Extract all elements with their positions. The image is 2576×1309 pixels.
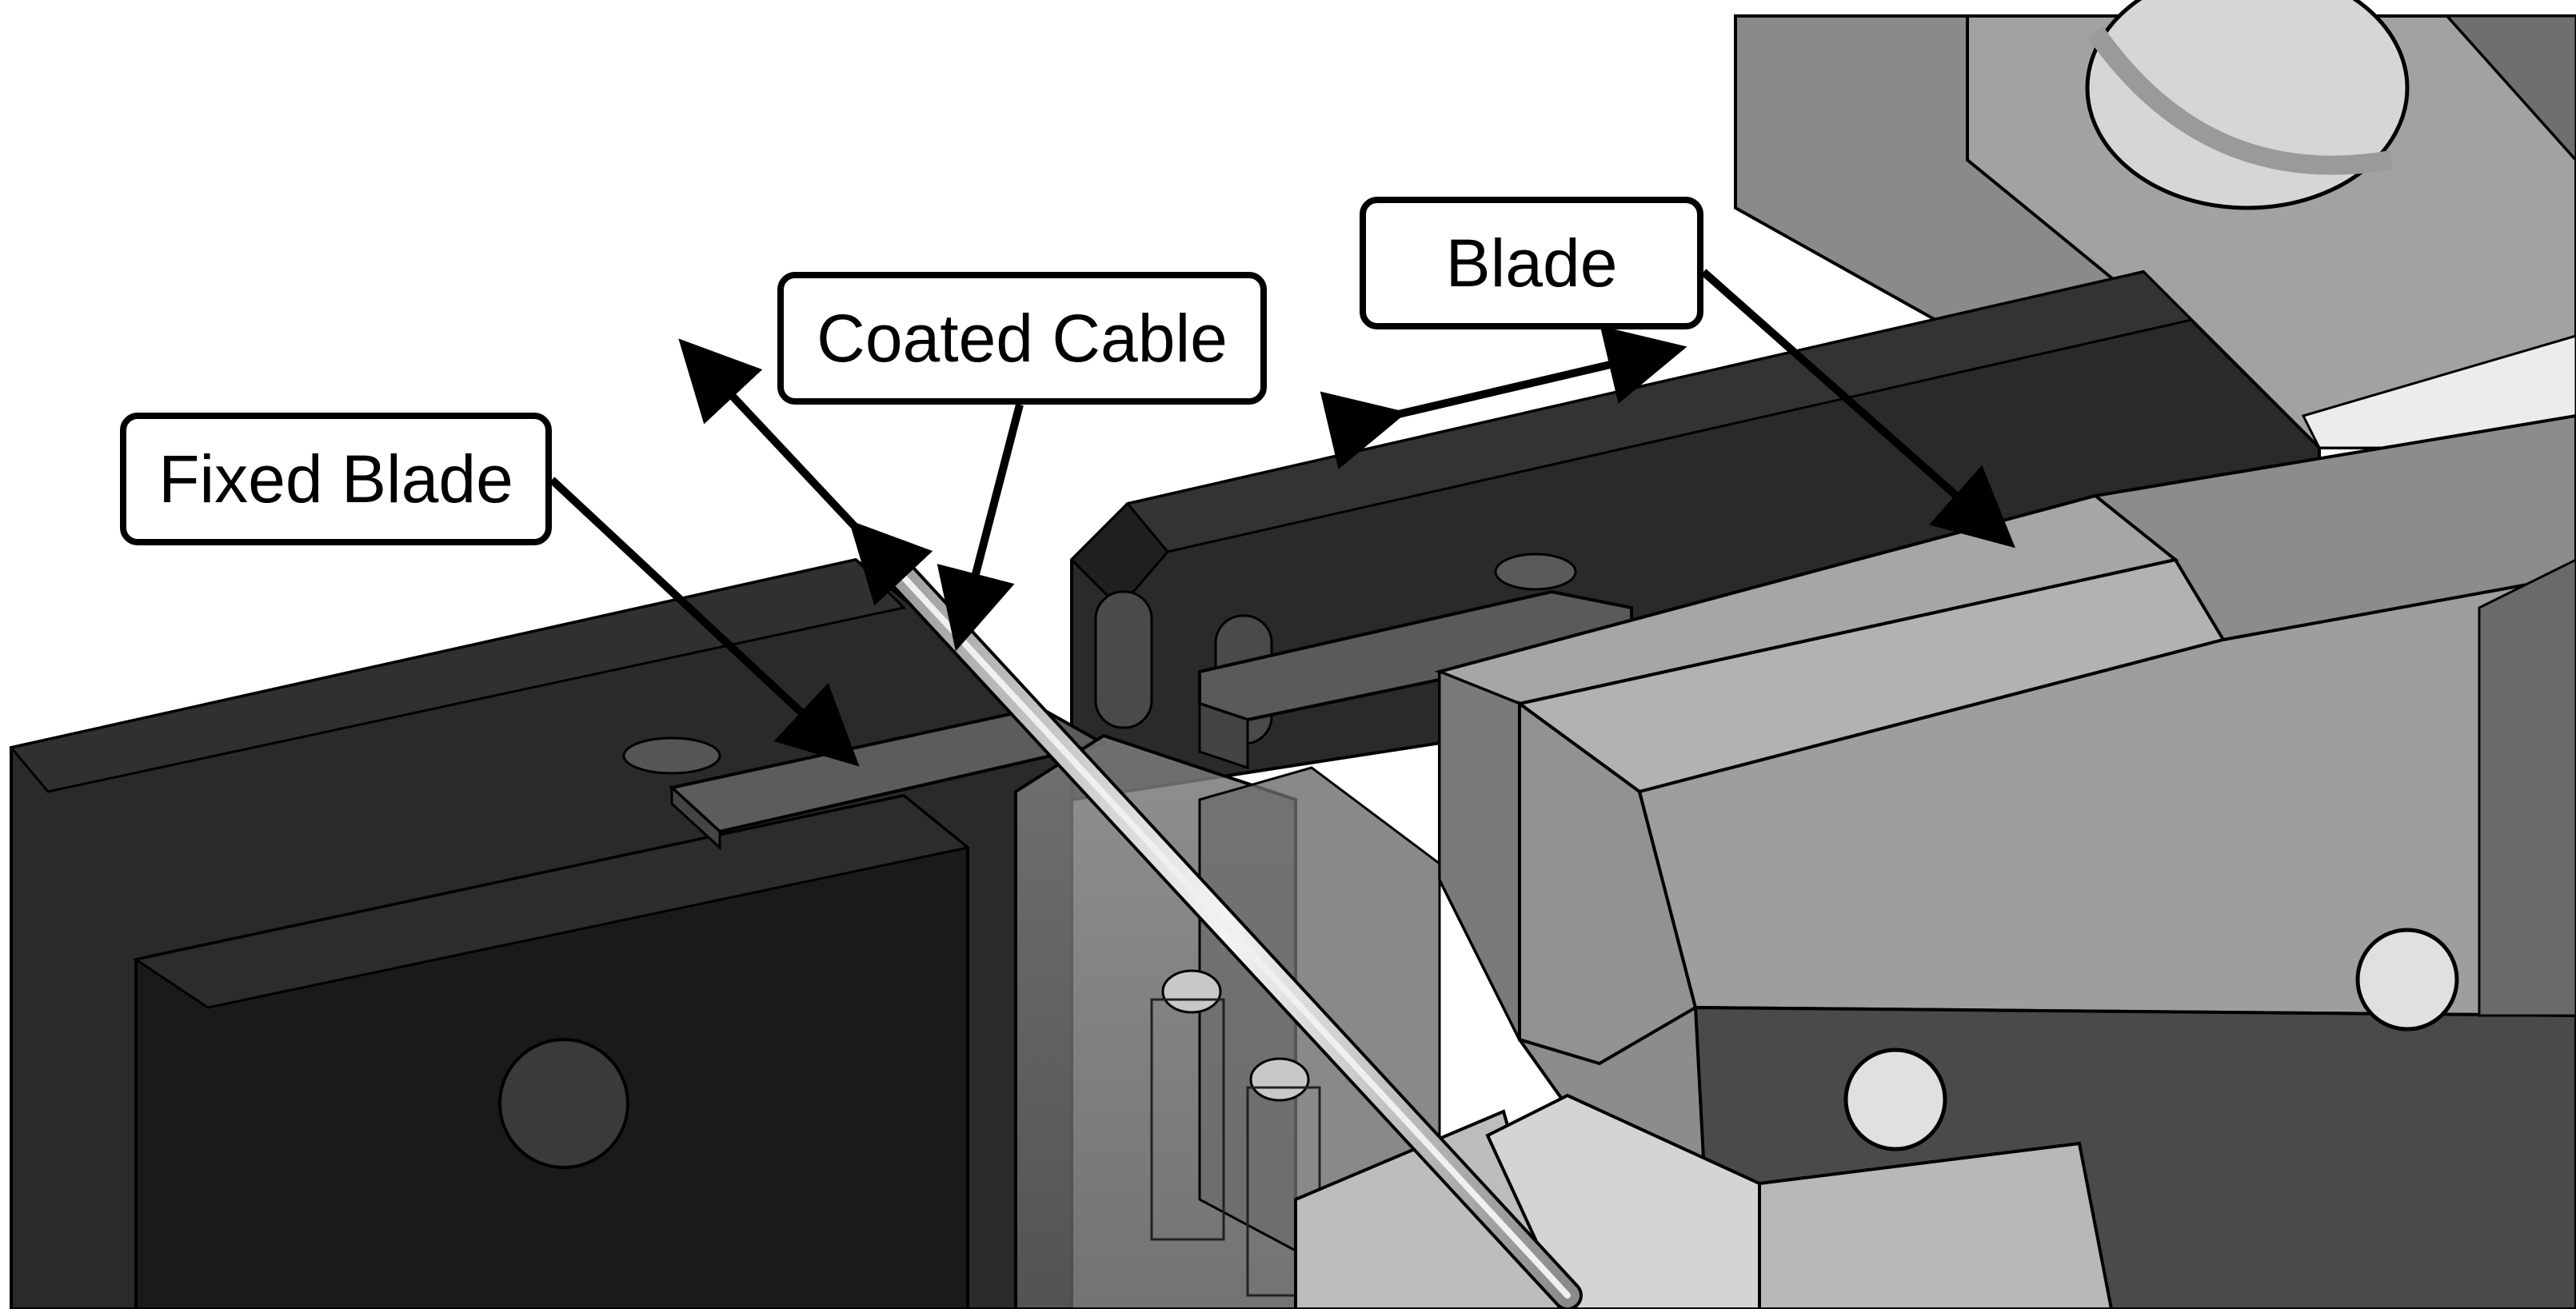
fixed-blade bbox=[668, 705, 1108, 851]
blade-label: Blade bbox=[1360, 197, 1703, 329]
lower-blocks bbox=[1294, 1093, 2114, 1309]
fixed-blade-label: Fixed Blade bbox=[120, 413, 552, 545]
coated-cable bbox=[869, 541, 1583, 1309]
coated-cable-label-text: Coated Cable bbox=[817, 300, 1228, 376]
upper-housing bbox=[1734, 0, 2576, 449]
fixed-blade-label-text: Fixed Blade bbox=[158, 441, 513, 517]
blade-label-text: Blade bbox=[1445, 225, 1618, 301]
fixed-blade-holder bbox=[9, 557, 1073, 1309]
clamp-hole-left bbox=[1843, 1048, 1947, 1151]
leader-coated-cable bbox=[937, 403, 1024, 652]
cable-motion-arrow bbox=[678, 338, 933, 606]
blade-motion-arrow bbox=[1320, 325, 1687, 469]
leader-fixed-blade bbox=[549, 477, 860, 767]
clamp-hole-right bbox=[2355, 928, 2459, 1032]
leader-blade bbox=[1700, 269, 2015, 549]
right-clamp bbox=[1434, 413, 2576, 1309]
coated-cable-label: Coated Cable bbox=[777, 272, 1267, 405]
motion-arrows bbox=[678, 325, 1687, 606]
leader-lines bbox=[549, 269, 2015, 767]
